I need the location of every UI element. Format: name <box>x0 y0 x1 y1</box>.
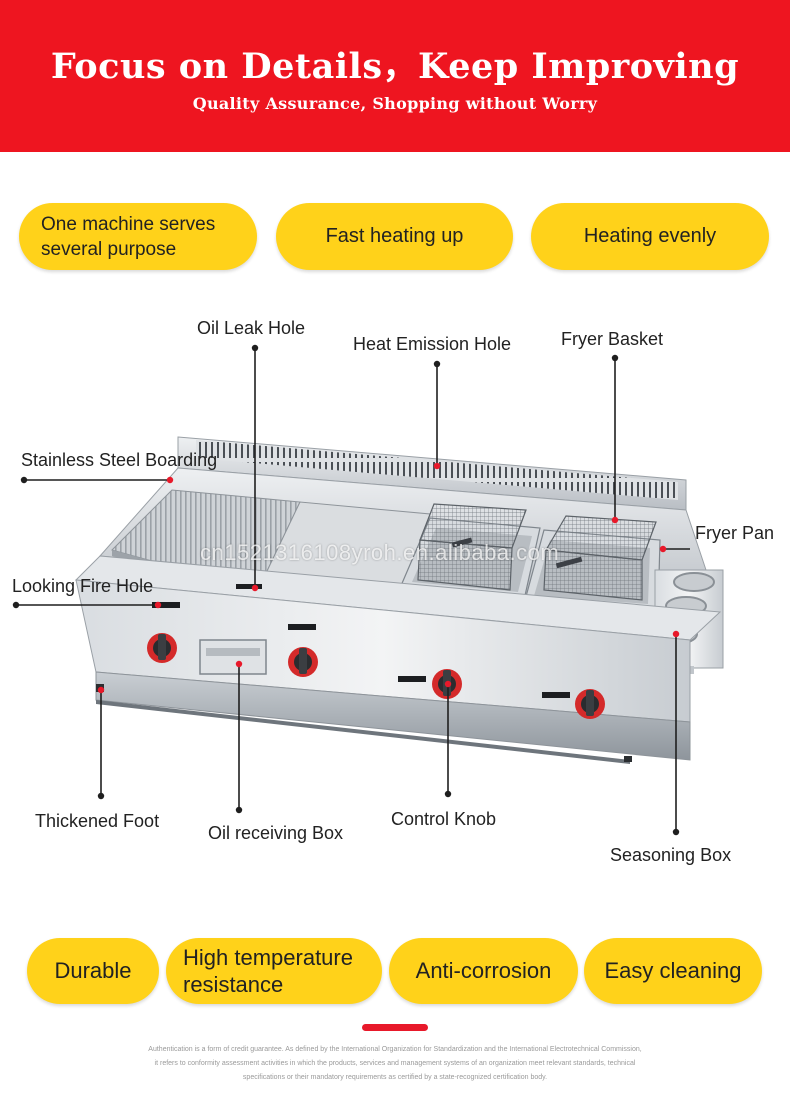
feature-pill-line2: resistance <box>183 972 284 997</box>
feature-pill-label: Anti-corrosion <box>415 958 552 983</box>
feature-pill-line1: High temperature <box>183 945 353 970</box>
banner-title: Focus on Details，Keep Improving <box>50 46 740 87</box>
label-seasoning-box: Seasoning Box <box>610 845 732 865</box>
label-thickened-foot: Thickened Foot <box>35 811 160 831</box>
feature-pill-fast-heating: Fast heating up <box>276 203 513 270</box>
label-fryer-pan: Fryer Pan <box>695 523 775 543</box>
label-looking-fire-hole: Looking Fire Hole <box>12 576 154 596</box>
control-knob <box>288 647 318 677</box>
label-oil-receiving-box: Oil receiving Box <box>208 823 344 843</box>
fryer-basket-right <box>543 515 657 601</box>
label-heat-emission-hole: Heat Emission Hole <box>353 334 512 354</box>
feature-pill-label: Heating evenly <box>583 225 717 247</box>
control-knob <box>147 633 177 663</box>
feature-pill-heating-evenly: Heating evenly <box>531 203 769 270</box>
callout-leader-lines <box>12 344 690 836</box>
label-oil-leak-hole: Oil Leak Hole <box>197 318 306 338</box>
feature-pill-label: Fast heating up <box>325 225 464 247</box>
oil-leak-slot <box>236 584 262 589</box>
feature-pill-label: Durable <box>54 958 132 983</box>
label-stainless-steel-boarding: Stainless Steel Boarding <box>21 450 218 470</box>
feature-pill-easy-cleaning: Easy cleaning <box>584 938 762 1004</box>
header-banner: Focus on Details，Keep Improving Quality … <box>0 0 790 152</box>
feature-pill-high-temperature: High temperature resistance <box>166 938 382 1004</box>
label-control-knob: Control Knob <box>391 809 497 829</box>
banner-subtitle: Quality Assurance, Shopping without Worr… <box>192 94 598 113</box>
fire-slot <box>542 692 570 698</box>
looking-fire-slot <box>152 602 180 608</box>
front-control-panel <box>74 555 722 764</box>
footnote-line-3: specifications or their mandatory requir… <box>242 1074 548 1081</box>
callout-marker-dots <box>97 462 680 694</box>
feature-pill-line1: One machine serves <box>41 213 216 235</box>
watermark-text: cn1521316108yroh.en.alibaba.com <box>200 540 560 565</box>
accent-divider <box>362 1024 428 1031</box>
oil-receiving-box <box>199 639 267 675</box>
footnote-line-1: Authentication is a form of credit guara… <box>148 1046 642 1053</box>
control-knob <box>575 689 605 719</box>
footnote-line-2: it refers to conformity assessment activ… <box>154 1060 636 1067</box>
fire-slot <box>398 676 426 682</box>
feature-pill-line2: several purpose <box>41 238 177 260</box>
feature-pill-durable: Durable <box>27 938 159 1004</box>
feature-pill-anti-corrosion: Anti-corrosion <box>389 938 578 1004</box>
feature-pill-label: Easy cleaning <box>604 958 742 983</box>
feature-pill-multipurpose: One machine serves several purpose <box>19 203 257 270</box>
fryer-basket-left <box>417 503 527 591</box>
label-fryer-basket: Fryer Basket <box>561 329 664 349</box>
fire-slot <box>288 624 316 630</box>
